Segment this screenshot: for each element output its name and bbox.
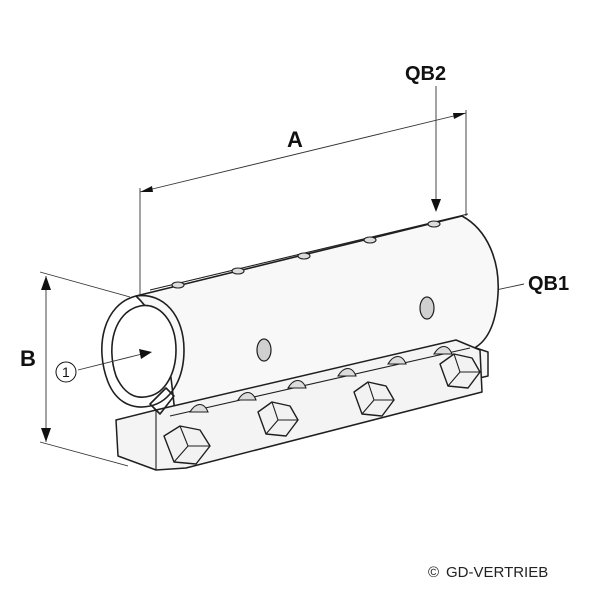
qb2-arrow [431,199,441,212]
top-slot-1 [171,281,185,289]
dimension-a-label: A [287,127,303,152]
copyright-holder: GD-VERTRIEB [446,564,548,581]
top-slot-4 [363,236,377,244]
callout-1: 1 [55,349,152,383]
bolt-4 [439,353,481,389]
front-flange [115,339,483,471]
dimension-b-extension-top [39,271,131,298]
qb2-label: QB2 [405,63,446,85]
dimension-b-arrow-top [41,276,51,290]
dimension-b-arrow-bottom [41,428,51,442]
flange-notch-5 [387,355,407,365]
dimension-b: B [20,271,131,467]
bolt-2-facets [265,401,298,435]
bolt-1-facets [173,425,210,463]
clamp-tab [149,387,175,415]
qb1-label: QB1 [528,273,569,295]
flange-notch-3 [287,379,307,389]
dimension-a-arrow-left [140,186,153,192]
flange-notch-4 [337,367,357,377]
flange-notch-6 [433,345,453,355]
dimension-b-extension-bottom [39,441,129,467]
copyright-symbol: © [428,564,439,581]
bolts [163,353,481,465]
bolt-3-facets [361,381,394,415]
bolt-3 [353,381,395,417]
bore-hole-front [256,338,272,362]
dimension-b-label: B [20,346,36,371]
front-flange-plate [115,339,483,471]
copyright: © GD-VERTRIEB [428,564,548,581]
flange-top-edge [169,347,471,417]
tube-top-seam [149,213,469,291]
callout-1-circle [55,361,77,383]
flange-notch-2 [237,391,257,401]
dimension-a-line [139,112,467,193]
top-slot-5 [427,220,441,228]
bolt-4-facets [447,353,480,387]
bore-hole-rear [419,296,435,320]
bolt-2 [257,401,299,437]
callout-1-number: 1 [62,364,70,380]
bolt-1 [163,425,211,465]
callout-1-leader [77,353,143,371]
tube-end-outer [101,294,185,408]
dimension-a: A [139,110,467,296]
dimension-a-arrow-right [453,113,466,119]
top-slot-3 [297,252,311,260]
dimension-qb2: QB2 [405,63,446,212]
flange-notch-1 [189,403,209,413]
top-slot-2 [231,267,245,275]
callout-1-arrow [139,349,152,359]
